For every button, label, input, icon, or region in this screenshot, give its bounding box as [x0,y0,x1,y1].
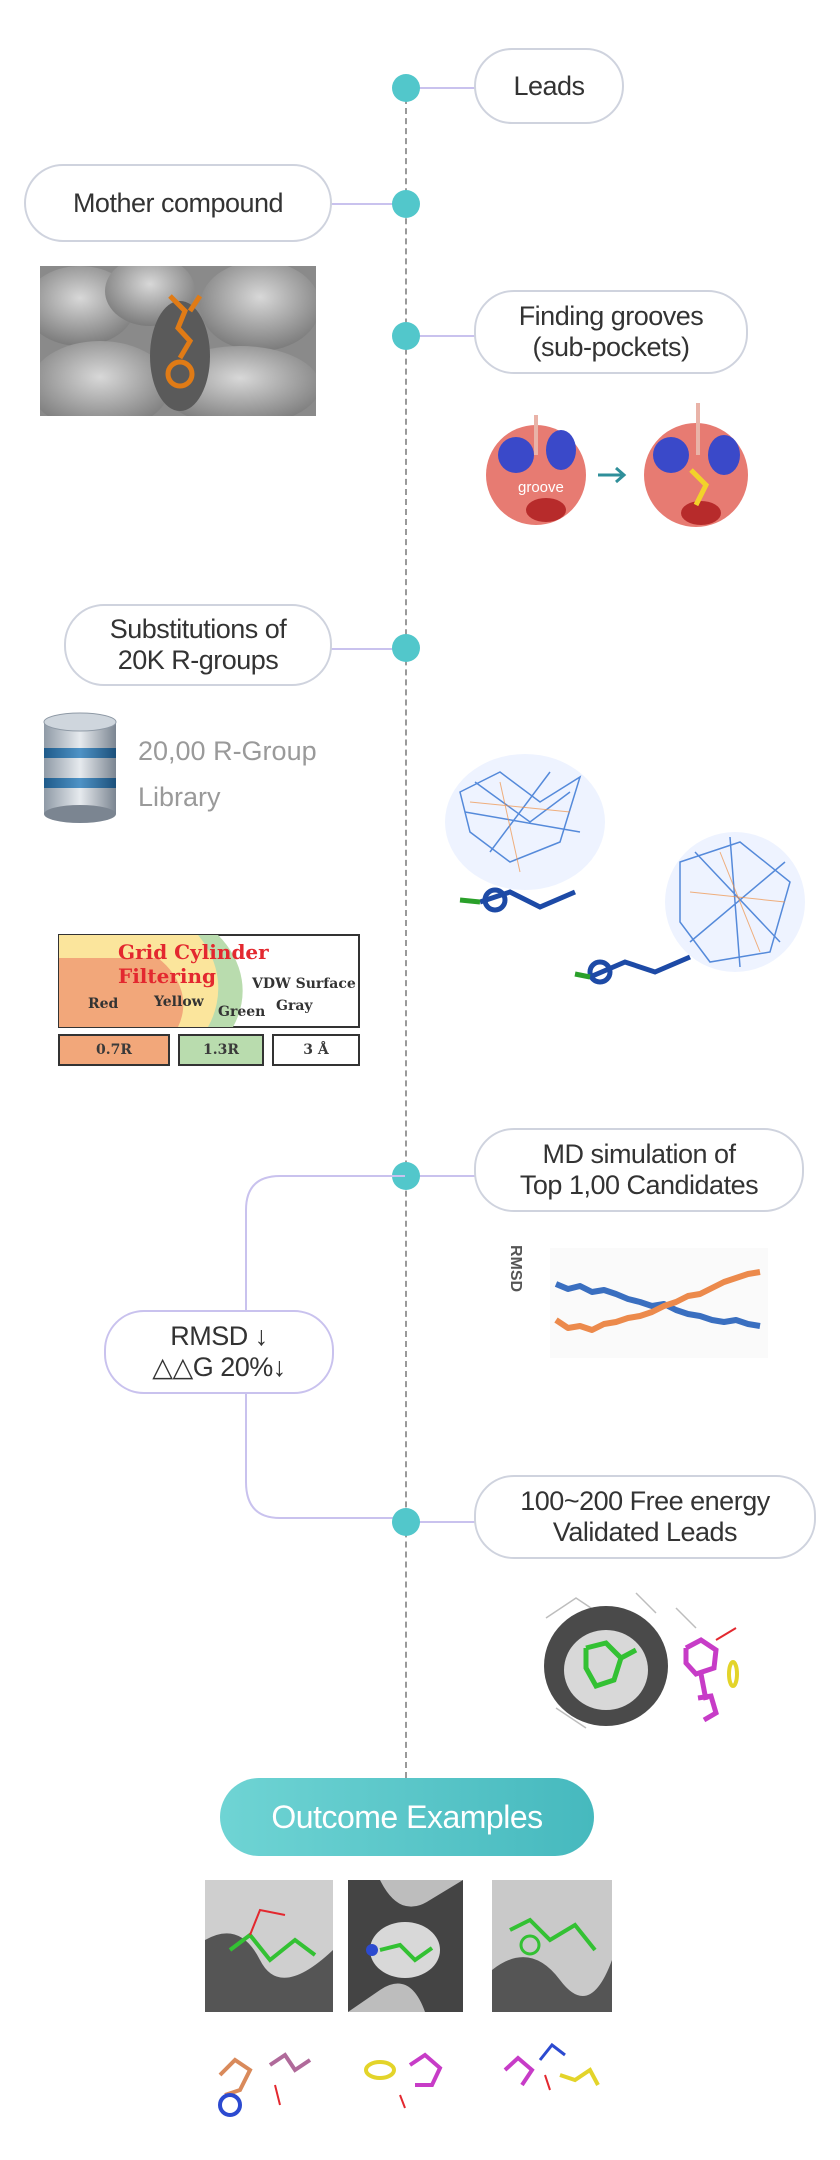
timeline-dot-leads [392,74,420,102]
timeline-dot-grooves [392,322,420,350]
outcome-example-1 [205,1880,333,2117]
step-substitutions-label: Substitutions of 20K R-groups [109,614,287,675]
outcome-examples-badge: Outcome Examples [220,1778,594,1856]
grooves-image: groove [486,403,748,527]
grid-label-red: Red [88,996,119,1012]
database-icon [43,712,117,823]
step-mother-label: Mother compound [72,187,284,218]
grid-cylinder-filtering: Grid Cylinder Filtering Red Yellow Green… [58,934,360,1070]
grid-cell-green: 1.3R [178,1034,264,1066]
step-md-label: MD simulation of Top 1,00 Candidates [519,1139,759,1200]
rmsd-plot-image [550,1248,768,1358]
outcome-examples-images [205,1880,612,2117]
step-mother-compound: Mother compound [24,164,332,242]
grid-label-vdw: VDW Surface [252,976,356,992]
step-md-simulation: MD simulation of Top 1,00 Candidates [474,1128,804,1212]
step-rmsd-filter: RMSD ↓ △△G 20%↓ [104,1310,334,1394]
timeline-dot-mother [392,190,420,218]
library-text: 20,00 R-Group Library [138,736,317,812]
step-finding-grooves: Finding grooves (sub-pockets) [474,290,748,374]
outcome-label: Outcome Examples [271,1798,543,1835]
connector-md [405,1175,475,1177]
step-leads: Leads [474,48,624,124]
groove-label: groove [518,479,564,496]
step-free-energy-label: 100~200 Free energy Validated Leads [520,1486,770,1547]
mother-compound-image [40,266,316,416]
grid-filter-title: Grid Cylinder Filtering [118,940,269,988]
outcome-example-2 [348,1880,463,2109]
connector-leads [405,87,475,89]
step-free-energy: 100~200 Free energy Validated Leads [474,1475,816,1559]
step-leads-label: Leads [513,70,585,101]
connector-substitutions [330,648,406,650]
connector-grooves [405,335,475,337]
timeline-dot-substitutions [392,634,420,662]
grid-label-gray: Gray [276,998,313,1014]
step-grooves-label: Finding grooves (sub-pockets) [518,301,704,362]
grid-cell-gray: 3 Å [272,1034,360,1066]
outcome-example-3 [492,1880,612,2091]
timeline-spine [405,88,407,1778]
grid-label-green: Green [218,1004,266,1020]
rmsd-bracket [245,1175,405,1519]
step-substitutions: Substitutions of 20K R-groups [64,604,332,686]
grid-cell-red: 0.7R [58,1034,170,1066]
timeline-dot-free-energy [392,1508,420,1536]
grid-label-yellow: Yellow [154,994,204,1010]
connector-free-energy [405,1521,475,1523]
rmsd-axis-label: RMSD [507,1245,524,1293]
validated-lead-image [544,1592,739,1729]
step-rmsd-label: RMSD ↓ △△G 20%↓ [152,1321,286,1382]
connector-mother [330,203,406,205]
r-group-cloud-image [445,754,805,985]
